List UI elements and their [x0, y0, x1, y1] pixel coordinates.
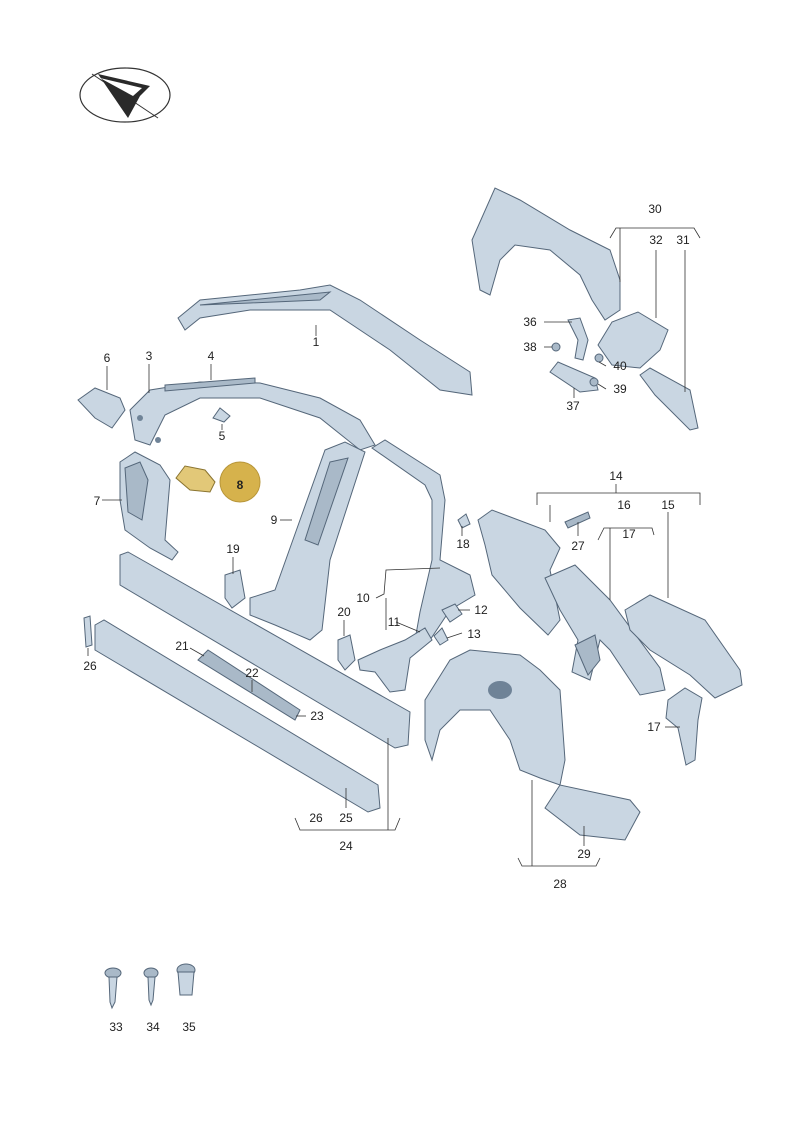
label-5: 5	[219, 429, 226, 443]
part-36-bracket	[567, 317, 589, 361]
highlight-label: 8	[237, 478, 244, 492]
label-18: 18	[456, 537, 470, 551]
label-1: 1	[313, 335, 320, 349]
part-14-rear-inner-panel	[477, 509, 561, 636]
part-31-strip	[639, 367, 699, 431]
label-22: 22	[245, 666, 259, 680]
part-8-highlighted	[175, 465, 216, 493]
part-number-labels: 1 3 4 5 6 7 9 10 11 12 13 14 15 16 17 17…	[83, 202, 690, 1034]
label-40: 40	[613, 359, 627, 373]
part-15-rear-floor-panel	[624, 594, 743, 699]
part-3-side-frame-upper	[129, 381, 376, 451]
label-20: 20	[337, 605, 351, 619]
label-17-upper: 17	[622, 527, 636, 541]
part-40-bolt	[594, 353, 604, 363]
label-26-left: 26	[83, 659, 97, 673]
part-34-screw	[143, 967, 159, 1007]
part-sill-outer	[119, 551, 411, 749]
part-11-arch-section	[357, 627, 433, 693]
label-36: 36	[523, 315, 537, 329]
leader-lines	[87, 227, 701, 867]
part-32-panel	[597, 311, 669, 369]
label-12: 12	[474, 603, 488, 617]
label-7: 7	[94, 494, 101, 508]
part-28-wheel-house	[424, 649, 566, 786]
part-21-reinforcement	[197, 649, 301, 721]
part-26-bracket	[83, 615, 93, 648]
label-9: 9	[271, 513, 278, 527]
label-38: 38	[523, 340, 537, 354]
brand-logo	[79, 67, 171, 123]
part-13-bracket	[433, 627, 449, 646]
label-28: 28	[553, 877, 567, 891]
label-4: 4	[208, 349, 215, 363]
highlight-badge: 8	[219, 461, 261, 503]
label-29: 29	[577, 847, 591, 861]
label-16: 16	[617, 498, 631, 512]
part-1-roof-rail	[177, 284, 473, 396]
label-32: 32	[649, 233, 663, 247]
part-20-bracket	[337, 634, 356, 671]
label-39: 39	[613, 382, 627, 396]
label-26-lower: 26	[309, 811, 323, 825]
label-3: 3	[146, 349, 153, 363]
label-15: 15	[661, 498, 675, 512]
label-30: 30	[648, 202, 662, 216]
label-31: 31	[676, 233, 690, 247]
label-37: 37	[566, 399, 580, 413]
label-25: 25	[339, 811, 353, 825]
part-4-roof-strip	[164, 377, 256, 392]
part-19-bracket	[224, 569, 246, 609]
part-12-bracket	[441, 603, 463, 623]
label-35: 35	[182, 1020, 196, 1034]
part-37-mount	[549, 361, 599, 393]
part-7-a-pillar-lower	[119, 451, 179, 561]
part-25-sill-inner	[94, 619, 381, 813]
part-38-bolt	[551, 342, 561, 352]
label-17-lower: 17	[647, 720, 661, 734]
part-18-clip	[457, 513, 471, 529]
label-13: 13	[467, 627, 481, 641]
label-23: 23	[310, 709, 324, 723]
part-27-clip	[564, 511, 591, 529]
label-21: 21	[175, 639, 189, 653]
label-33: 33	[109, 1020, 123, 1034]
part-35-plug	[176, 963, 196, 996]
part-5-clip	[212, 407, 231, 423]
part-33-screw	[104, 967, 122, 1010]
label-14: 14	[609, 469, 623, 483]
label-27: 27	[571, 539, 585, 553]
part-16-rear-frame-rail	[544, 564, 666, 696]
label-34: 34	[146, 1020, 160, 1034]
part-9-b-pillar	[249, 441, 366, 641]
label-11: 11	[388, 615, 401, 629]
part-17-bracket	[665, 687, 703, 766]
part-6-bracket	[77, 387, 126, 429]
label-10: 10	[356, 591, 370, 605]
part-39-nut	[589, 377, 599, 387]
part-30-wheel-arch-upper	[471, 187, 621, 321]
part-29-bracket	[544, 784, 641, 841]
label-6: 6	[104, 351, 111, 365]
label-19: 19	[226, 542, 240, 556]
label-24: 24	[339, 839, 353, 853]
